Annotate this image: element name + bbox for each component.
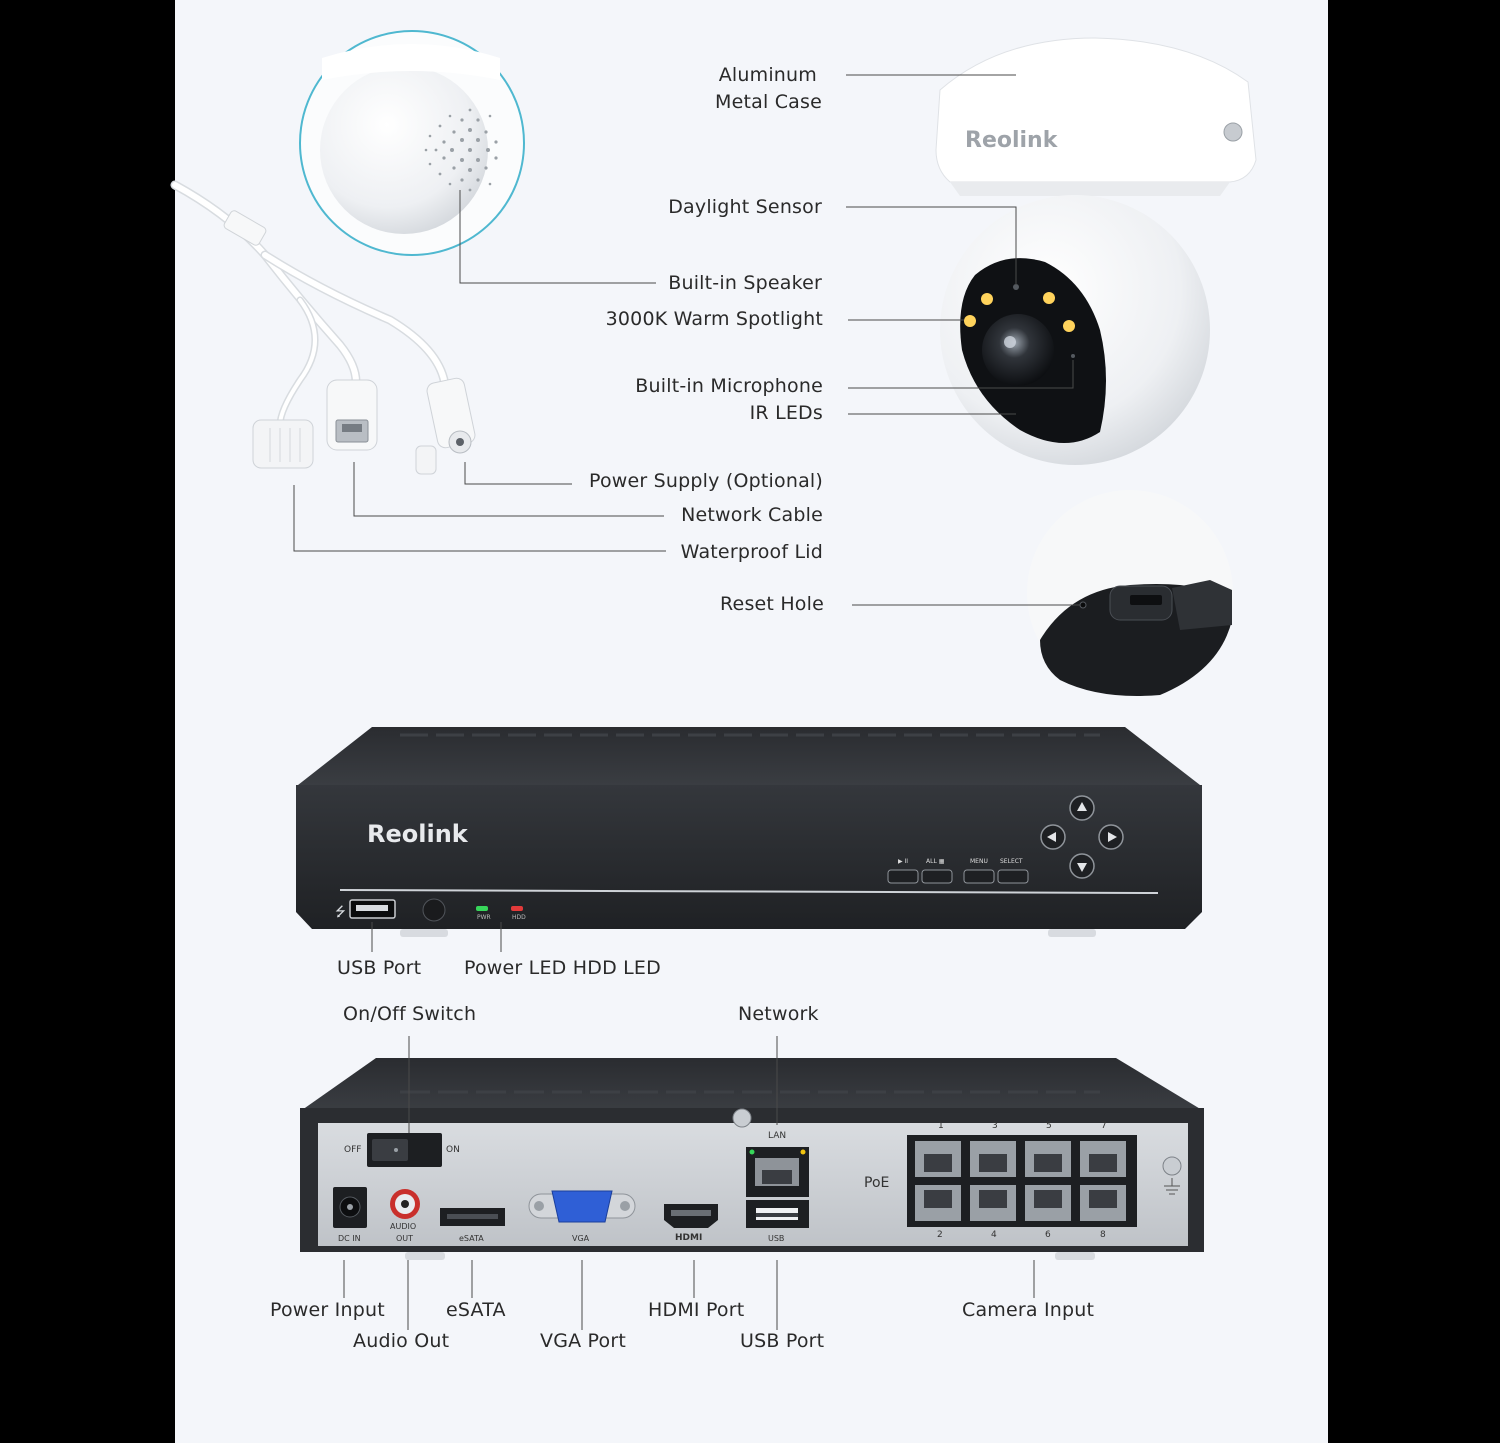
power-connector-icon [415, 377, 476, 475]
nvr-brand-logo: Reolink [367, 820, 468, 848]
play-button-text: ▶ II [898, 858, 909, 865]
select-button [997, 869, 1029, 884]
ground-icon [1164, 1178, 1180, 1195]
svg-text:⭍: ⭍ [335, 905, 346, 920]
led-label: Power LED HDD LED [464, 957, 661, 979]
ir-leds-label: IR LEDs [749, 402, 823, 424]
esata-label: eSATA [446, 1299, 506, 1321]
dc-in-port-icon [333, 1187, 367, 1228]
reset-inset [1027, 490, 1233, 696]
vga-port-icon [528, 1190, 636, 1223]
usb-back-port-icon [746, 1200, 809, 1228]
out-text: OUT [396, 1234, 414, 1243]
hdd-led-text: HDD [512, 914, 526, 921]
lan-port-icon [746, 1147, 809, 1197]
ethernet-connector-icon [326, 379, 378, 451]
ptz-camera [935, 37, 1257, 465]
built-in-microphone-label: Built-in Microphone [635, 375, 823, 397]
all-button-text: ALL ▦ [926, 858, 945, 865]
foot-icon [1055, 1252, 1095, 1260]
port-number-1: 1 [938, 1121, 944, 1131]
front-callout-lines [371, 922, 502, 952]
arrow-right-icon [1108, 832, 1117, 842]
daylight-sensor-label: Daylight Sensor [668, 196, 822, 218]
camera-callout-lines [293, 74, 1080, 606]
microphone-hole-icon [1071, 354, 1075, 358]
menu-button [963, 869, 995, 884]
nvr-front: ⭍ [296, 727, 1202, 937]
power-led-icon [476, 906, 488, 911]
built-in-speaker-label: Built-in Speaker [668, 272, 822, 294]
network-label: Network [738, 1003, 819, 1025]
power-input-label: Power Input [270, 1299, 385, 1321]
reset-hole-icon [1079, 601, 1087, 609]
aluminum-case-label-2: Metal Case [715, 91, 822, 113]
screw-icon [732, 1108, 752, 1128]
power-supply-label: Power Supply (Optional) [588, 470, 823, 492]
port-number-7: 7 [1101, 1121, 1107, 1131]
back-callout-lines [343, 1036, 1035, 1330]
all-button [921, 869, 953, 884]
vga-port-label: VGA Port [540, 1330, 627, 1352]
port-number-3: 3 [992, 1121, 998, 1131]
speaker-inset [299, 30, 525, 256]
arrow-icons [1047, 802, 1117, 872]
hdmi-port-label: HDMI Port [648, 1299, 745, 1321]
waterproof-lid-icon [252, 419, 314, 469]
warm-spotlight-label: 3000K Warm Spotlight [605, 308, 823, 330]
port-number-4: 4 [991, 1230, 997, 1240]
spotlight-led-icon [964, 292, 1075, 332]
pwr-led-text: PWR [477, 914, 491, 921]
poe-text: PoE [864, 1175, 890, 1191]
usb-port-icon: ⭍ [335, 899, 396, 920]
aluminum-case-label-1: Aluminum [718, 64, 817, 86]
hdmi-small-text: HDMI [675, 1233, 703, 1243]
esata-port-icon [440, 1208, 505, 1226]
ground-screw-icon [1162, 1156, 1182, 1176]
audio-out-label: Audio Out [353, 1330, 450, 1352]
foot-icon [400, 929, 448, 937]
port-number-5: 5 [1046, 1121, 1052, 1131]
arrow-down-icon [1077, 863, 1087, 872]
camera-input-label: Camera Input [962, 1299, 1095, 1321]
vga-small-text: VGA [572, 1234, 590, 1243]
dc-in-text: DC IN [338, 1234, 361, 1243]
audio-out-port-icon [390, 1189, 420, 1219]
usb-port-back-label: USB Port [740, 1330, 825, 1352]
select-button-text: SELECT [1000, 858, 1023, 865]
daylight-sensor-icon [1013, 284, 1019, 290]
play-pause-button [887, 869, 919, 884]
network-cable-label: Network Cable [681, 504, 823, 526]
hdd-led-icon [511, 906, 523, 911]
camera-brand-logo: Reolink [965, 128, 1058, 153]
foot-icon [1048, 929, 1096, 937]
reset-hole-label: Reset Hole [720, 593, 824, 615]
on-text: ON [446, 1145, 460, 1155]
arrow-left-icon [1047, 832, 1056, 842]
hdmi-port-icon [664, 1204, 718, 1228]
on-off-switch-label: On/Off Switch [343, 1003, 477, 1025]
camera-cables [170, 180, 450, 429]
off-text: OFF [344, 1145, 362, 1155]
speaker-grille-icon [424, 108, 498, 192]
power-switch-icon [367, 1133, 442, 1167]
lan-text: LAN [768, 1131, 787, 1141]
audio-text: AUDIO [390, 1222, 417, 1231]
esata-small-text: eSATA [459, 1234, 484, 1243]
front-buttons [887, 869, 1029, 884]
foot-icon [405, 1252, 445, 1260]
port-number-8: 8 [1100, 1230, 1106, 1240]
port-number-2: 2 [937, 1230, 943, 1240]
port-number-6: 6 [1045, 1230, 1051, 1240]
waterproof-lid-label: Waterproof Lid [680, 541, 823, 563]
usb-port-front-label: USB Port [337, 957, 422, 979]
usb-small-text: USB [768, 1234, 785, 1243]
arrow-up-icon [1077, 802, 1087, 811]
poe-ports [907, 1135, 1137, 1227]
nvr-back [300, 1058, 1204, 1260]
ir-receiver-icon [422, 898, 446, 922]
menu-button-text: MENU [970, 858, 988, 865]
